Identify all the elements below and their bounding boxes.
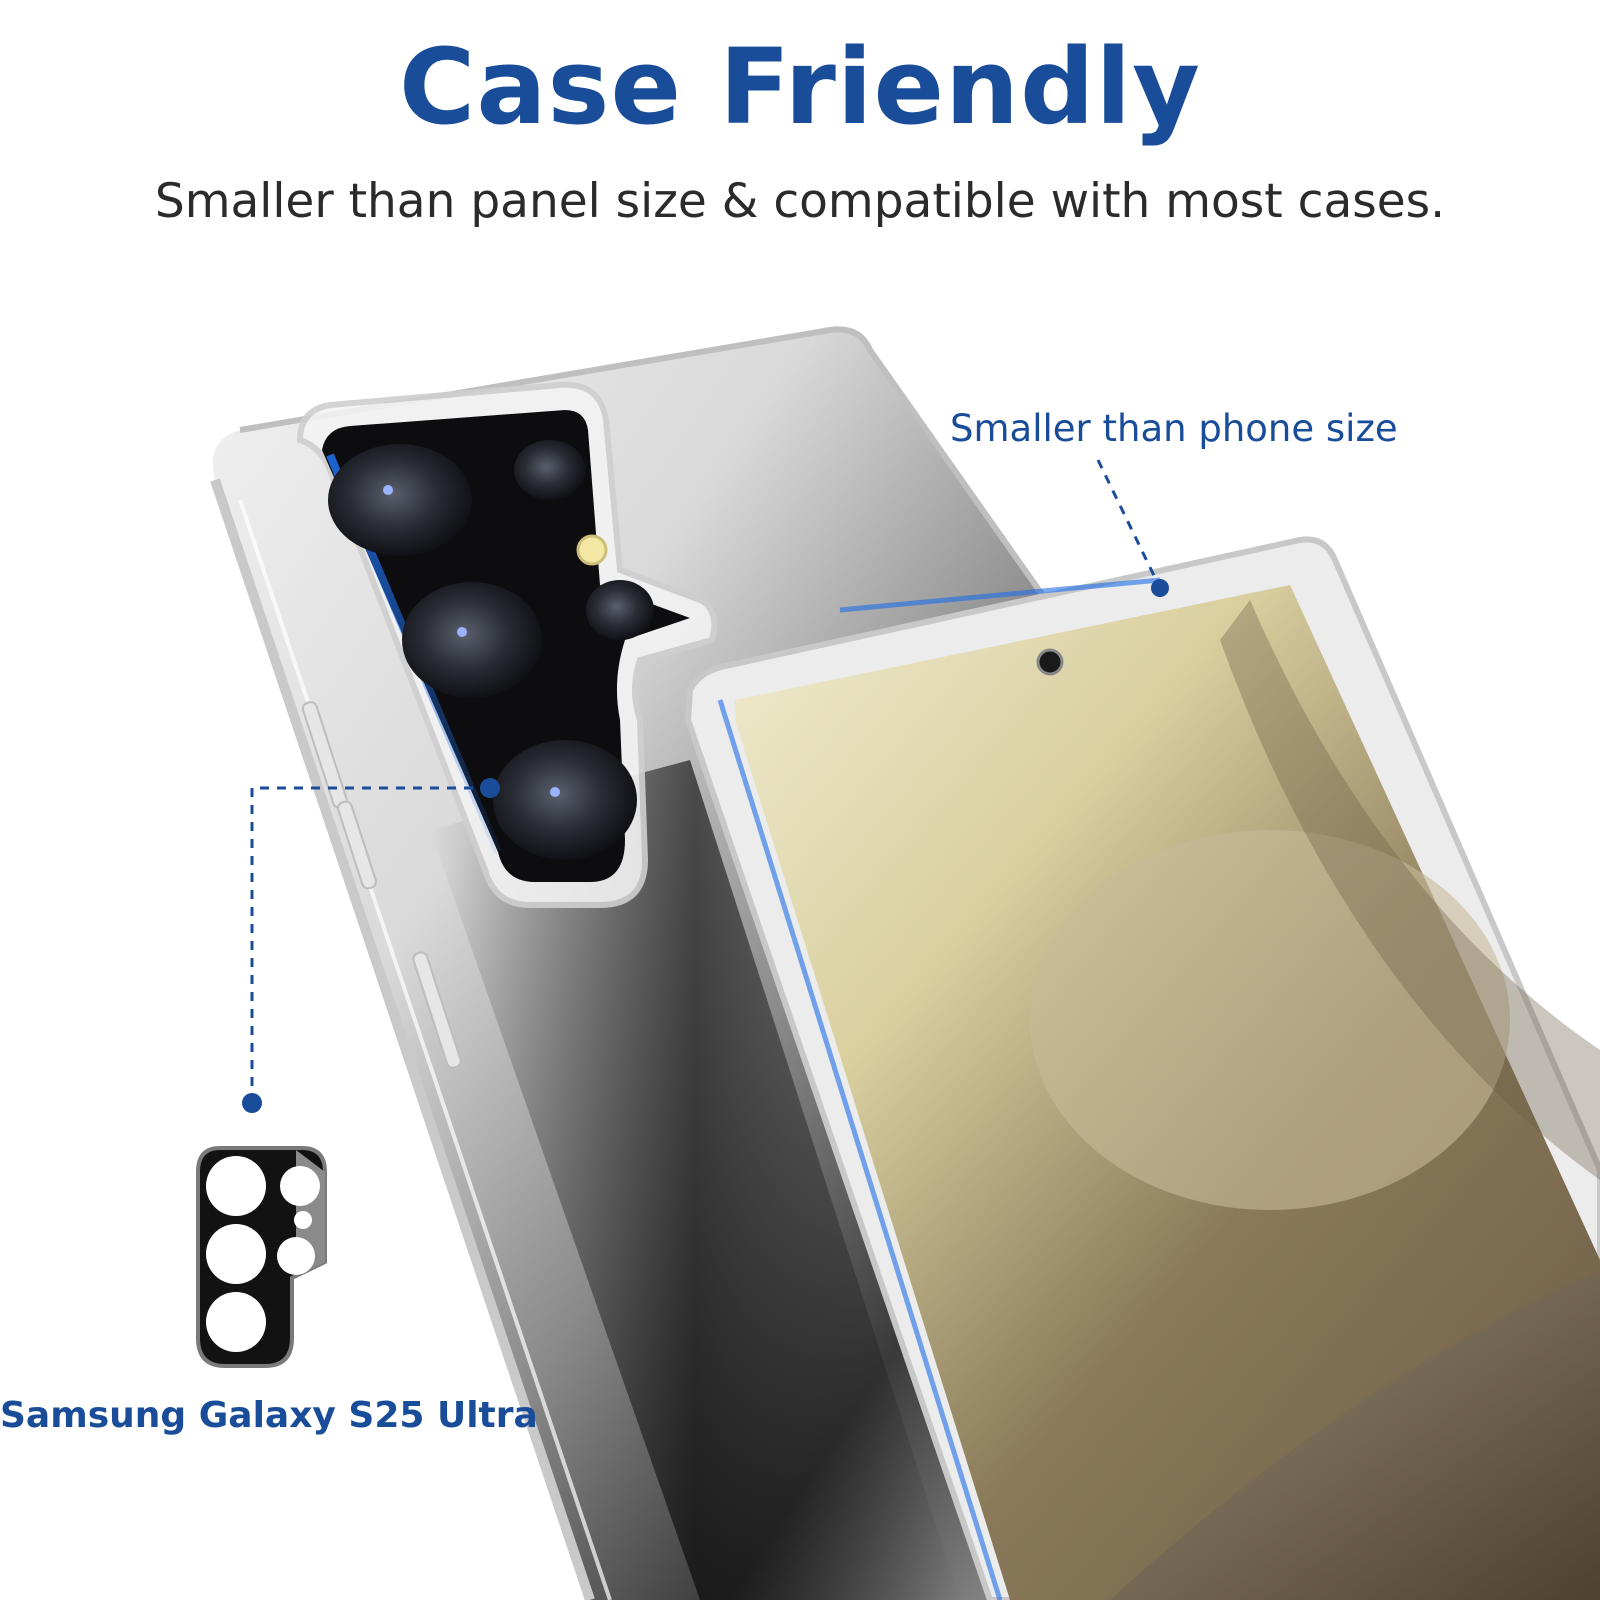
callout-lines <box>242 459 1169 1113</box>
camera-lens <box>328 444 472 556</box>
camera-module <box>296 381 718 908</box>
flash <box>576 534 608 566</box>
callout-dot <box>1151 579 1169 597</box>
camera-lens <box>493 740 637 860</box>
camera-lens-protector-icon <box>196 1146 327 1368</box>
callout-dot <box>242 1093 262 1113</box>
phone-front-illustration <box>684 536 1600 1600</box>
callout-dot <box>480 778 500 798</box>
camera-lens <box>402 582 542 698</box>
camera-lens <box>586 580 654 640</box>
camera-lens <box>514 440 586 500</box>
page-title: Case Friendly <box>399 26 1201 148</box>
front-camera <box>1036 648 1064 676</box>
callout-phone-size: Smaller than phone size <box>950 407 1398 450</box>
product-model-label: Samsung Galaxy S25 Ultra <box>0 1395 538 1436</box>
page-subtitle: Smaller than panel size & compatible wit… <box>154 174 1446 229</box>
